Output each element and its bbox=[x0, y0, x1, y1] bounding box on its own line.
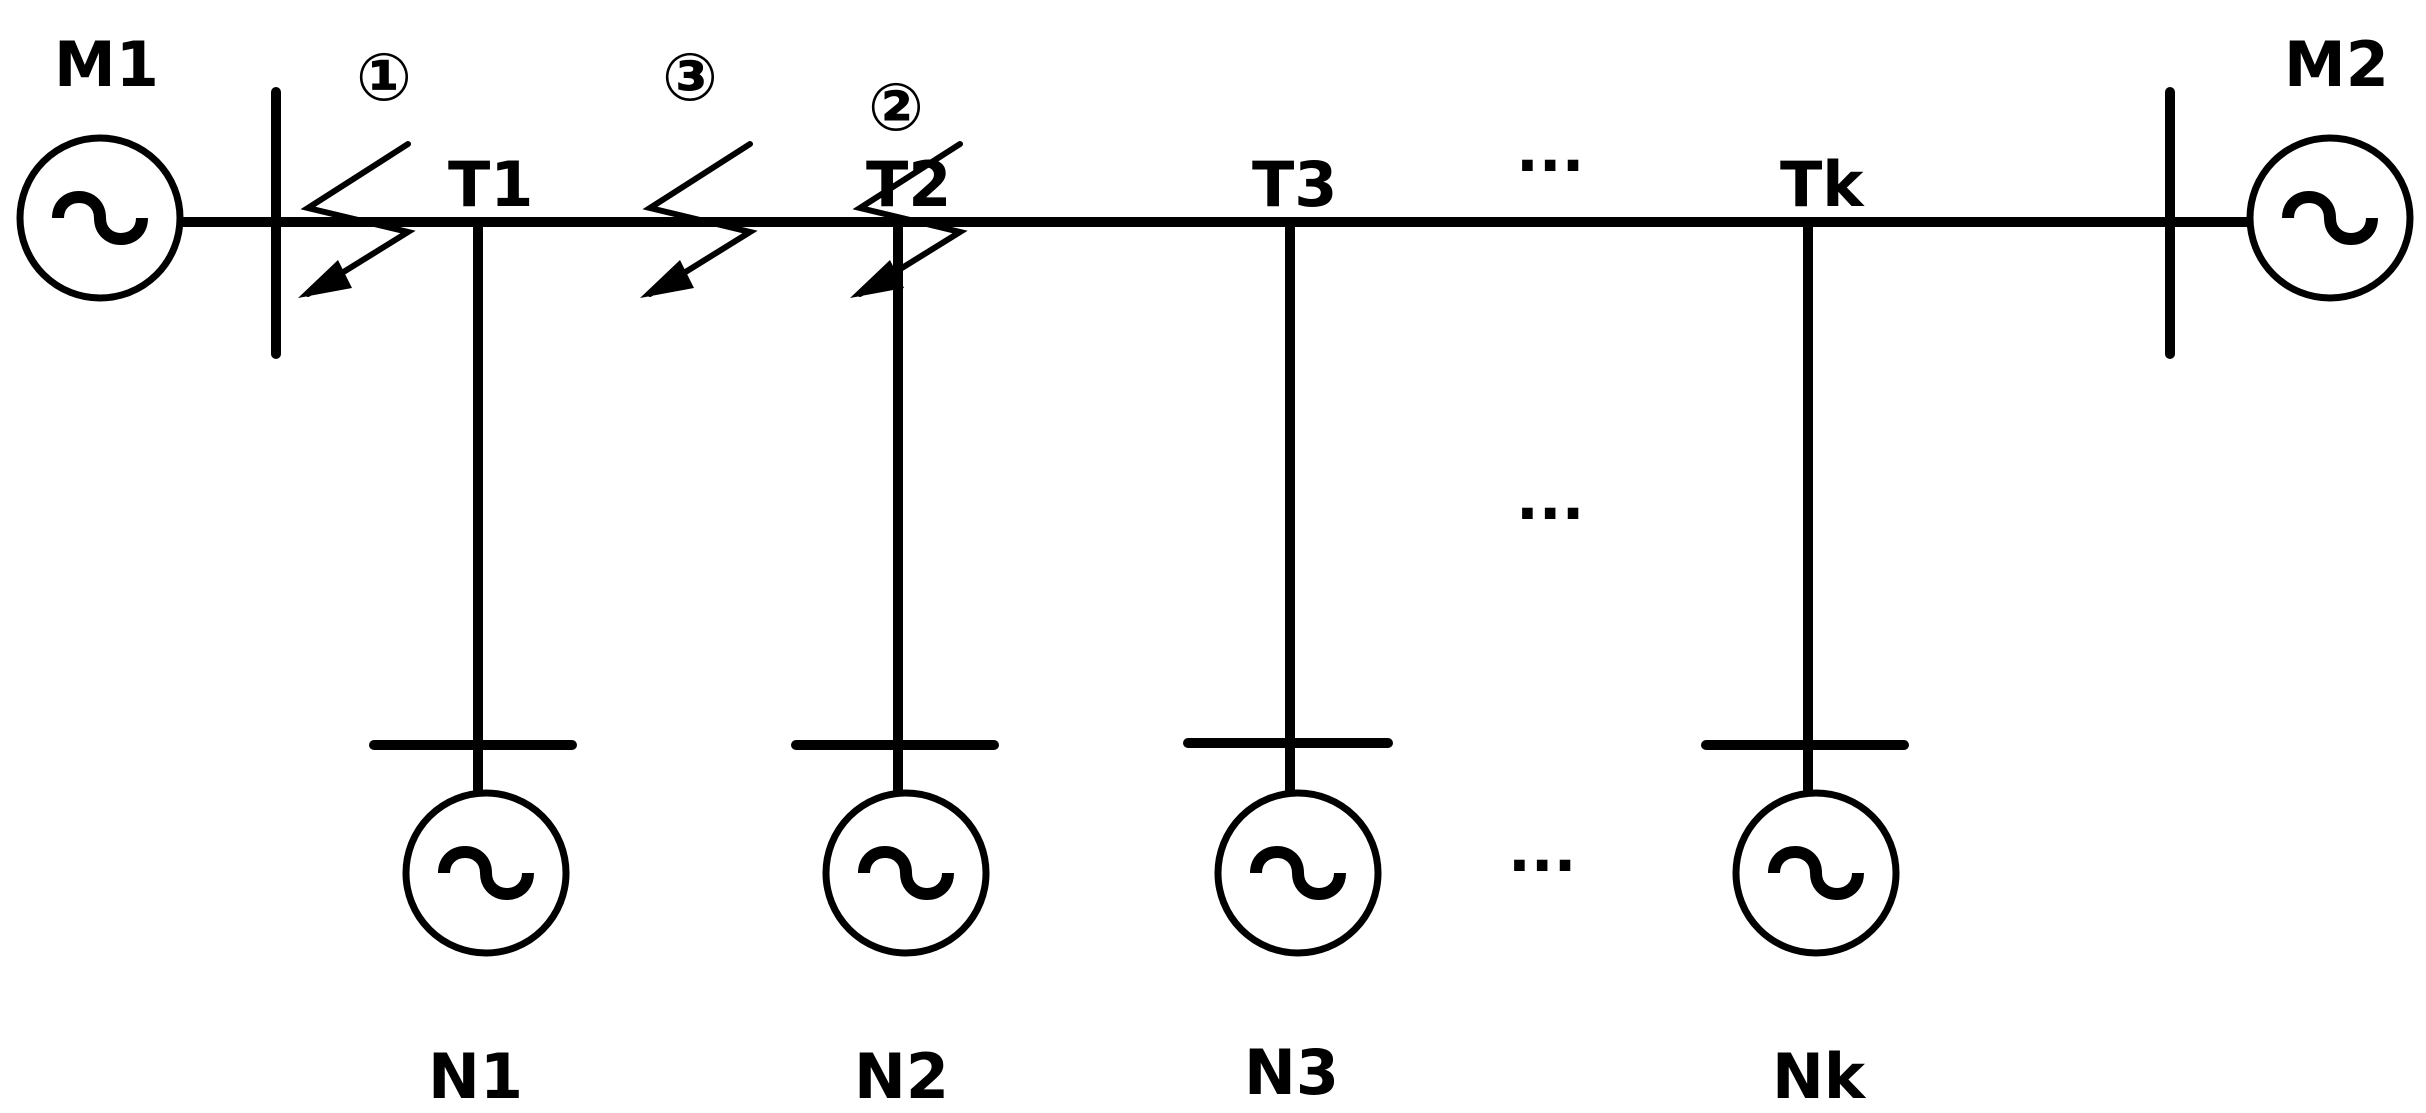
source-label-left: M1 bbox=[54, 28, 159, 101]
load-label-n3: N3 bbox=[1244, 1036, 1339, 1109]
ellipsis-middle: ··· bbox=[1516, 479, 1584, 549]
load-label-n2: N2 bbox=[854, 1040, 949, 1113]
generator-icon bbox=[1218, 793, 1378, 953]
tap-label-tk: Tk bbox=[1780, 148, 1865, 221]
generator-icon bbox=[2250, 138, 2410, 298]
ellipsis-top: ··· bbox=[1516, 131, 1584, 201]
load-label-n1: N1 bbox=[428, 1040, 523, 1113]
tap-label-t2: T2 bbox=[866, 148, 951, 221]
tap-label-t3: T3 bbox=[1252, 148, 1337, 221]
tap-label-t1: T1 bbox=[448, 148, 533, 221]
generator-icon bbox=[20, 138, 180, 298]
generator-icon bbox=[1736, 793, 1896, 953]
load-label-nk: Nk bbox=[1772, 1040, 1867, 1113]
ellipsis-bottom: ··· bbox=[1508, 831, 1576, 901]
fault-marker-3: ③ bbox=[662, 39, 718, 116]
source-label-right: M2 bbox=[2284, 28, 2389, 101]
generator-icon bbox=[826, 793, 986, 953]
generator-icon bbox=[406, 793, 566, 953]
fault-marker-2: ② bbox=[868, 69, 924, 146]
fault-marker-1: ① bbox=[356, 39, 412, 116]
